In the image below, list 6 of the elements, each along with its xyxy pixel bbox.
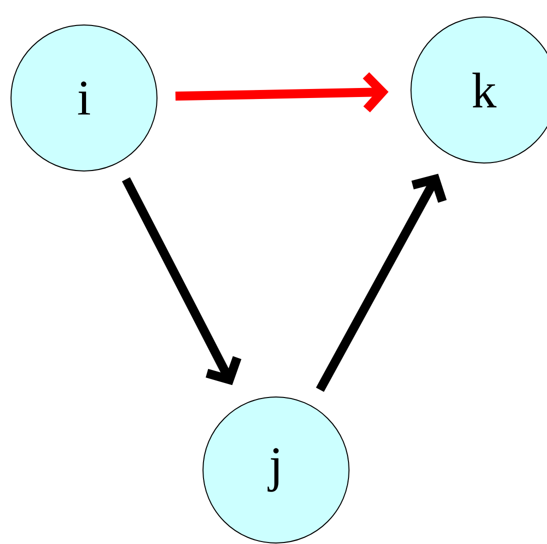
circle-node: i <box>10 24 158 172</box>
circle-node: k <box>410 16 547 164</box>
circle-node: j <box>202 396 350 544</box>
arrow <box>175 72 389 112</box>
arrow <box>316 174 447 392</box>
arrow <box>122 177 242 386</box>
